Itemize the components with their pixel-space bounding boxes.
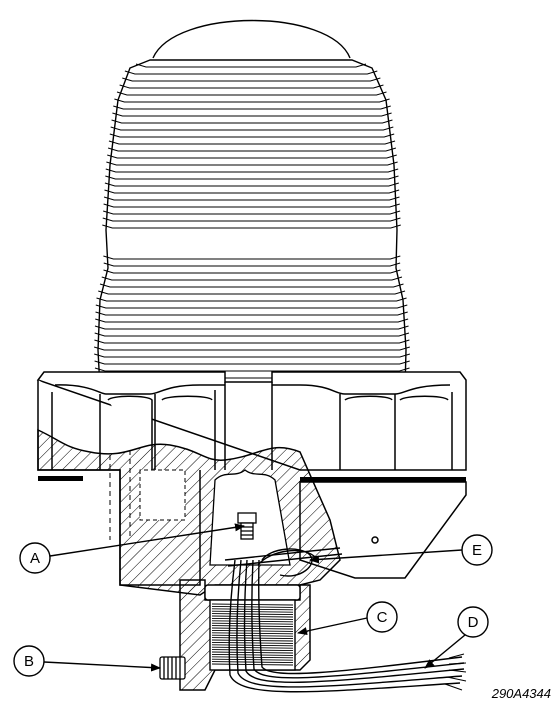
globe-ridge-line [95,311,408,316]
thread-line [211,658,294,661]
callout-b: B [13,645,161,677]
globe-ridge-line [114,98,390,103]
globe-ridge-line [103,203,400,208]
globe-ridge-line [104,189,400,194]
globe-ridge-line [122,77,381,82]
globe-ridge-line [103,255,401,260]
globe-ridge-line [108,140,396,145]
globe-ridge-line [94,367,410,372]
callout-e: E [309,534,493,566]
lead-wires [224,547,465,693]
globe-ridge-line [102,217,401,222]
globe-ridges [93,63,411,386]
globe-ridge-line [102,224,401,229]
thread-line [211,656,294,659]
callout-a-label: A [30,550,40,567]
globe-ridge-line [107,154,397,159]
globe-ridge-line [101,276,403,281]
globe-ridge-line [116,91,387,96]
globe-ridge-line [111,119,393,124]
globe-ridge-line [94,332,410,337]
globe-ridge-line [93,346,410,351]
globe-ridge-line [103,196,400,201]
globe-ridge-line [94,339,410,344]
cutaway-section [37,428,341,596]
globe-ridge-line [119,84,384,89]
callout-e-label: E [472,542,482,559]
globe-ridge-line [95,318,409,323]
globe-ridge-line [112,112,392,117]
set-screw [159,656,186,680]
wire-ends [444,653,467,691]
globe-ridge-line [103,269,401,274]
globe-ridge-line [103,210,401,215]
globe-ridge-line [103,262,401,267]
globe-ridge-line [110,126,394,131]
figure-number: 290A4344 [491,686,551,701]
globe-ridge-line [124,70,378,75]
globe-ridge-line [94,353,411,358]
callout-d: D [424,606,489,669]
globe-ridge-line [95,304,408,309]
callout-b-label: B [24,653,34,670]
globe-ridge-line [104,182,399,187]
globe-ridge-line [109,133,395,138]
callout-a: A [19,523,245,574]
globe-ridge-line [105,168,399,173]
callout-c: C [297,601,398,635]
globe-ridge-line [98,290,406,295]
globe-ridge-line [105,175,399,180]
thread-line [211,663,294,666]
globe-ridge-line [96,297,407,302]
globe-ridge-line [107,147,397,152]
globe-ridge-line [113,105,391,110]
globe-ridge-line [94,360,410,365]
callout-d-label: D [468,614,479,631]
globe-ridge-line [135,63,367,68]
globe-ridge-line [99,283,404,288]
thread-line [211,661,294,664]
gasket-band-right [300,477,466,482]
globe-ridge-line [106,161,398,166]
callout-c-label: C [377,609,388,626]
globe-ridge-line [94,325,409,330]
globe-lens [97,19,407,389]
